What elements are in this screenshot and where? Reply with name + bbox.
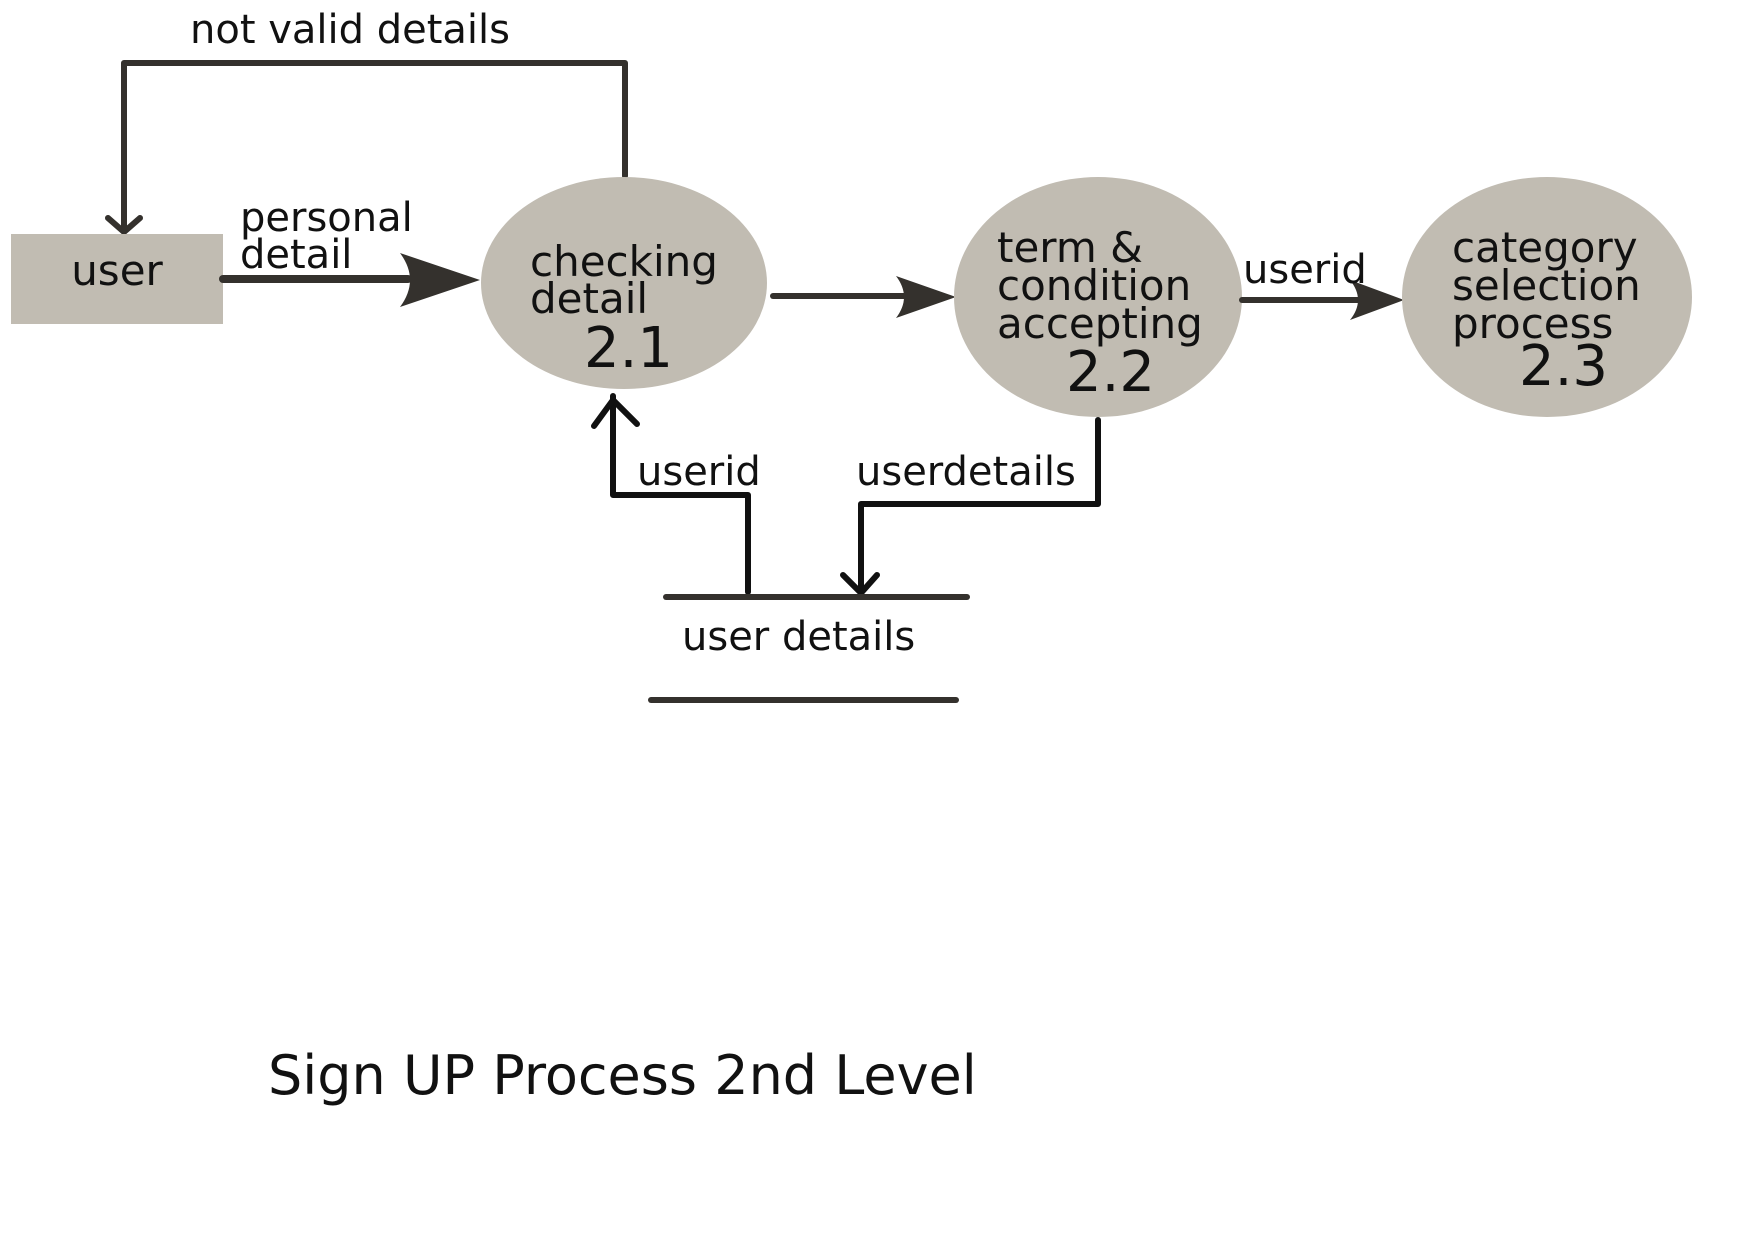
process-number-2-3: 2.3 [1519,334,1608,399]
process-circle-2-3 [1402,177,1692,417]
flow-label-not-valid-details: not valid details [190,7,510,53]
flow-label-personal-detail: personal detail [240,195,425,278]
entity-user-box [11,234,223,324]
arrowhead-userid-to-category [1350,280,1404,320]
entity-user: user [11,234,223,324]
diagram-caption: Sign UP Process 2nd Level [268,1044,977,1107]
arrowhead-personal-detail [400,253,480,307]
process-label-category-selection: category selection process [1452,223,1654,348]
arrowhead-userdetails-to-store [840,572,880,596]
process-label-term-condition-accepting: term & condition accepting [997,223,1205,348]
process-term-condition-accepting: term & condition accepting 2.2 [954,177,1242,417]
process-circle-2-2 [954,177,1242,417]
entity-user-label: user [71,246,163,295]
process-category-selection: category selection process 2.3 [1402,177,1692,417]
arrowhead-not-valid [105,215,143,235]
process-number-2-1: 2.1 [584,316,673,381]
process-checking-detail: checking detail 2.1 [481,177,767,389]
flow-label-userdetails: userdetails [856,449,1076,495]
flow-personal-detail: personal detail [219,195,480,307]
flow-not-valid-details: not valid details [105,7,628,235]
flow-userid-from-store: userid [591,393,761,595]
data-store-label: user details [682,614,915,660]
flow-label-userid-store: userid [637,449,761,495]
flow-checking-to-terms [770,276,956,318]
data-store-user-details: user details [648,594,970,703]
process-circle-2-1 [481,177,767,389]
flow-userdetails-to-store: userdetails [840,417,1101,596]
arrowhead-userid-from-store [591,397,640,429]
process-label-checking-detail: checking detail [530,237,731,323]
flow-label-userid-category: userid [1243,247,1367,293]
process-number-2-2: 2.2 [1066,340,1155,405]
flow-userid-to-category: userid [1239,247,1404,320]
arrowhead-checking-to-terms [896,276,956,318]
